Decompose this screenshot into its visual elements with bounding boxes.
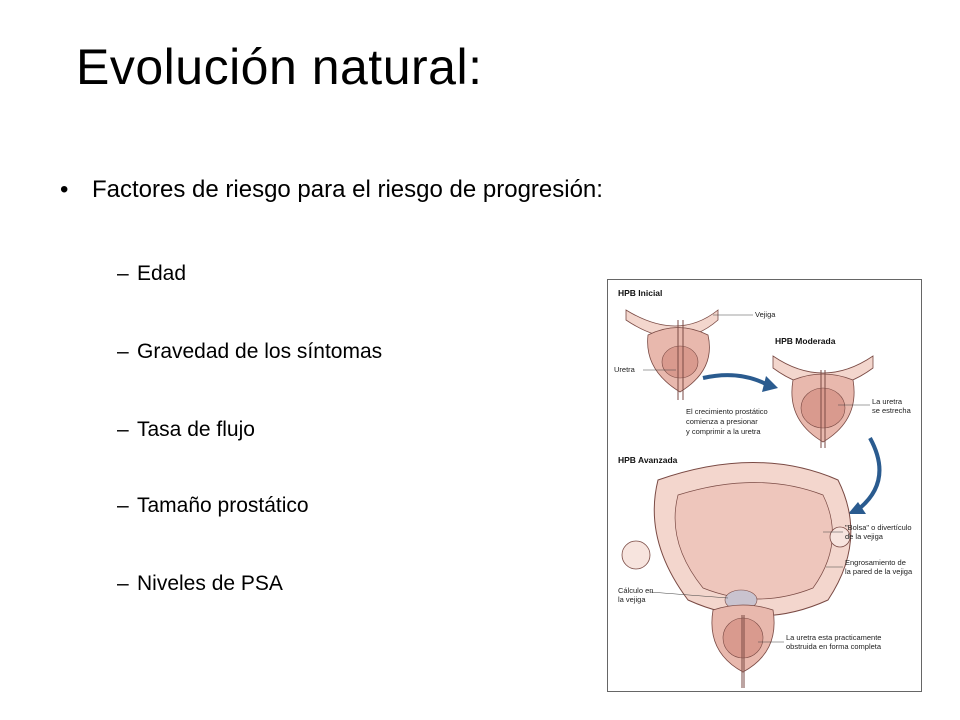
urethra-label: Uretra — [614, 365, 636, 374]
sub-item-text: Tamaño prostático — [137, 494, 309, 517]
initial-bph-drawing — [625, 309, 719, 400]
obstructed-label-line: La uretra esta practicamente — [786, 633, 881, 642]
main-bullet-text: Factores de riesgo para el riesgo de pro… — [92, 176, 603, 203]
sub-item: – Niveles de PSA — [117, 572, 283, 596]
thick-label-line: Engrosamiento de — [845, 558, 906, 567]
stone-label-line: la vejiga — [618, 595, 646, 604]
stage-initial-label: HPB Inicial — [618, 288, 662, 298]
dash-icon: – — [117, 262, 129, 285]
moderate-bph-drawing — [772, 355, 874, 448]
bladder-label: Vejiga — [755, 310, 776, 319]
sub-item: – Tamaño prostático — [117, 494, 309, 518]
sub-item-text: Gravedad de los síntomas — [137, 340, 383, 363]
sub-item-text: Tasa de flujo — [137, 418, 255, 441]
dash-icon: – — [117, 494, 129, 517]
obstructed-label-line: obstruida en forma completa — [786, 642, 882, 651]
sub-item: – Gravedad de los síntomas — [117, 340, 382, 364]
stage-moderate-label: HPB Moderada — [775, 336, 836, 346]
bullet-dot-icon: • — [60, 176, 69, 203]
growth-label-line: y comprimir a la uretra — [686, 427, 761, 436]
progress-arrow-icon — [702, 373, 767, 386]
sub-item-text: Edad — [137, 262, 187, 285]
arrow-head-icon — [762, 376, 778, 392]
slide-title: Evolución natural: — [76, 39, 483, 95]
thick-label-line: la pared de la vejiga — [845, 567, 913, 576]
dash-icon: – — [117, 340, 129, 363]
dash-icon: – — [117, 418, 129, 441]
pouch-label-line: de la vejiga — [845, 532, 884, 541]
pouch-label-line: "Bolsa" o divertículo — [845, 523, 912, 532]
sub-item: – Edad — [117, 262, 186, 286]
sub-item: – Tasa de flujo — [117, 418, 255, 442]
bph-illustration: HPB Inicial HPB Moderada HPB Avanzada Ve… — [607, 279, 922, 692]
growth-label-line: El crecimiento prostático — [686, 407, 768, 416]
growth-label-line: comienza a presionar — [686, 417, 758, 426]
bph-diagram-svg: HPB Inicial HPB Moderada HPB Avanzada Ve… — [614, 288, 913, 688]
stage-advanced-label: HPB Avanzada — [618, 455, 678, 465]
main-bullet: • Factores de riesgo para el riesgo de p… — [60, 176, 603, 204]
dash-icon: – — [117, 572, 129, 595]
arrow-head-icon — [848, 502, 866, 514]
advanced-bph-drawing — [621, 462, 852, 688]
narrow-label-line: se estrecha — [872, 406, 912, 415]
stone-label-line: Cálculo en — [618, 586, 653, 595]
progress-arrow-icon — [858, 437, 882, 510]
sub-item-text: Niveles de PSA — [137, 572, 283, 595]
narrow-label-line: La uretra — [872, 397, 903, 406]
